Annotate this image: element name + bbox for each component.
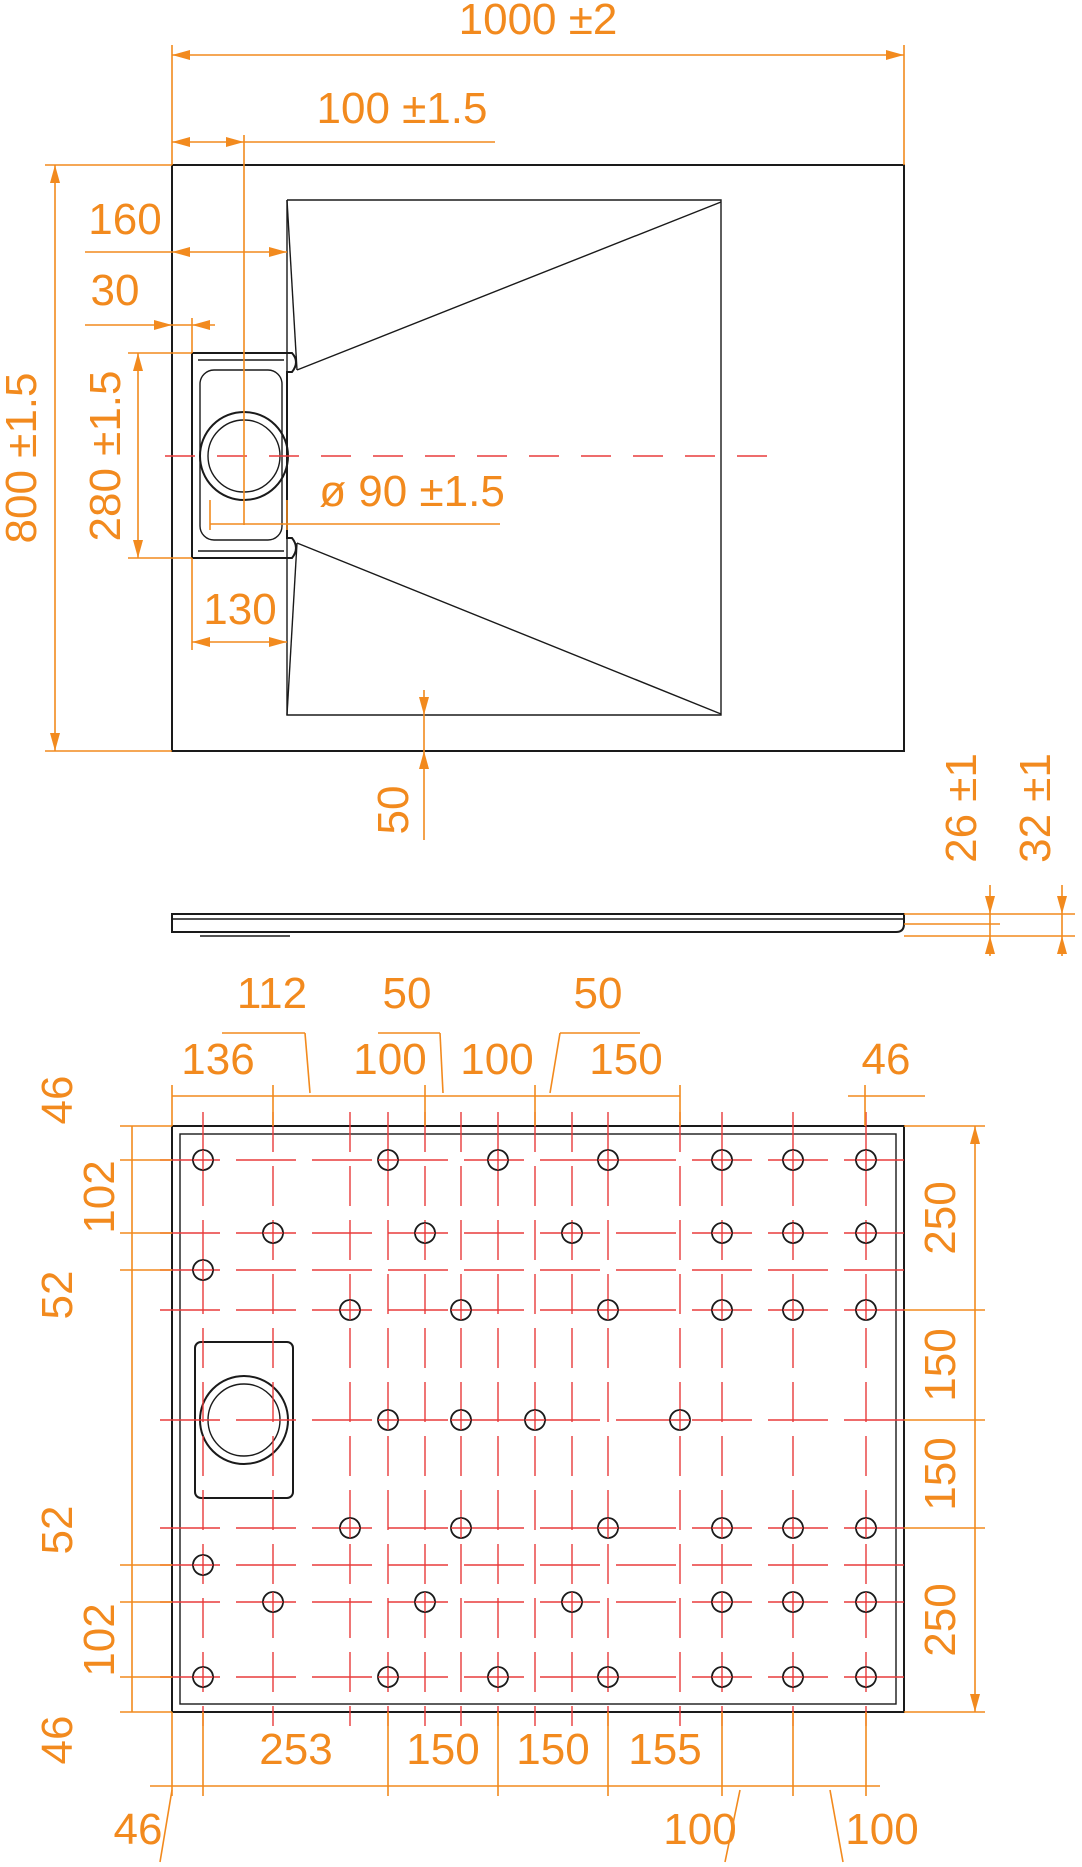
dim-right-150-bottom: 150 [916,1437,965,1510]
dim-bottom-100b: 100 [460,1035,533,1084]
dim-bottom-50b: 50 [574,969,623,1018]
dim-bottom-150a: 150 [406,1725,479,1774]
dim-left-46-top: 46 [33,1076,82,1125]
tray-profile [171,913,905,933]
dim-130: 130 [203,585,276,634]
dim-bottom-112: 112 [237,969,307,1018]
dim-overall-width: 1000 ±2 [459,0,618,44]
dim-right-250-bottom: 250 [916,1583,965,1656]
dim-50: 50 [369,786,418,835]
dim-drain-diameter: ø 90 ±1.5 [319,467,505,516]
tray-outline-top [171,164,905,752]
dim-left-46-bottom: 46 [33,1716,82,1765]
basin-edge-upper [286,199,298,371]
channel-inner [199,369,283,541]
tray-outline-bottom [171,1125,905,1713]
bottom-view [160,1112,915,1726]
dim-bottom-46-top: 46 [862,1035,911,1084]
dim-bottom-150b: 150 [516,1725,589,1774]
basin-upper [286,199,722,716]
dim-bottom-100-left: 100 [663,1805,736,1854]
basin-edge-lower [286,542,298,716]
dim-bottom-136: 136 [181,1035,254,1084]
drain-channel [191,352,297,559]
support-feet [192,1149,877,1688]
dim-overall-depth: 800 ±1.5 [0,373,46,544]
dim-bottom-100-right: 100 [845,1805,918,1854]
dim-left-52-top: 52 [33,1271,82,1320]
slope-line-upper [296,201,722,371]
dim-right-150-top: 150 [916,1328,965,1401]
dim-total-thickness: 32 ±1 [1011,753,1060,863]
dim-bottom-50a: 50 [383,969,432,1018]
dim-left-102-bottom: 102 [75,1603,124,1676]
dim-bottom-155: 155 [628,1725,701,1774]
dim-30: 30 [91,266,140,315]
top-view [165,135,905,752]
dim-bottom-150: 150 [589,1035,662,1084]
slope-line-lower [296,542,722,715]
dim-160: 160 [88,195,161,244]
dim-right-250-top: 250 [916,1181,965,1254]
dim-edge-thickness: 26 ±1 [937,753,986,863]
bottom-dimensions: 112 50 50 136 100 100 150 46 46 102 52 5… [33,969,985,1863]
dim-left-52-bottom: 52 [33,1506,82,1555]
dim-bottom-100a: 100 [353,1035,426,1084]
side-dimensions: 26 ±1 32 ±1 [904,753,1075,956]
side-view [171,913,905,937]
dim-drain-offset: 100 ±1.5 [317,84,488,133]
dim-left-102-top: 102 [75,1160,124,1233]
dim-bottom-46: 46 [114,1805,163,1854]
dim-bottom-253: 253 [259,1725,332,1774]
dim-280: 280 ±1.5 [81,371,130,542]
top-dimensions: 1000 ±2 100 ±1.5 160 30 800 ±1.5 280 ±1.… [0,0,905,840]
